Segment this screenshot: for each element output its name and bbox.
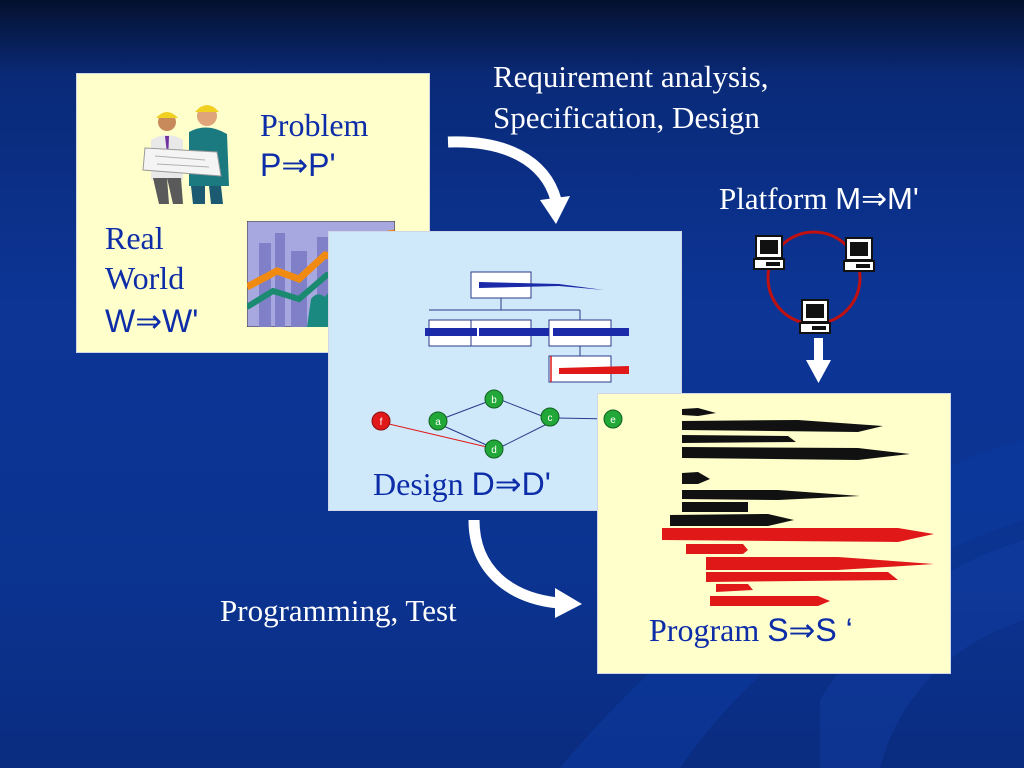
real-world-label: Real World [105,218,225,298]
programming-caption: Programming, Test [220,593,457,628]
workers-clipart-icon [142,105,229,204]
node-f: f [371,411,391,431]
program-panel: Program S⇒S ‘ [597,393,951,674]
arrow-platform-down-icon [806,338,831,383]
svg-text:a: a [435,417,441,428]
svg-text:e: e [610,415,616,426]
svg-text:b: b [491,395,497,406]
platform-network [753,230,875,334]
requirement-line1: Requirement analysis, [493,59,769,94]
code-listing-illustration [662,408,934,592]
svg-text:d: d [491,445,497,456]
design-caption: Design D⇒D' [373,464,551,504]
platform-formula: M⇒M' [835,181,919,216]
computer-icon-right [843,237,875,272]
arrow-design-to-program-icon [468,519,582,618]
structure-chart [388,271,629,448]
program-caption: Program S⇒S ‘ [649,610,853,650]
computer-icon-bottom [799,299,831,334]
computer-icon-left [753,235,785,270]
program-label: Program [649,612,760,648]
real-world-formula: W⇒W' [105,303,199,339]
program-formula: S⇒S ‘ [767,612,853,648]
arrow-problem-to-design-icon [447,136,570,224]
design-panel: Design D⇒D' [328,231,682,511]
platform-caption: Platform M⇒M' [719,178,919,219]
node-c: c [540,407,560,427]
platform-label: Platform [719,181,828,216]
problem-formula: P⇒P' [260,147,336,183]
svg-text:f: f [380,417,383,428]
real-world-label-line2: World [105,260,185,296]
real-world-label-line1: Real [105,220,164,256]
node-a: a [428,411,448,431]
node-e: e [603,409,623,429]
requirement-caption: Requirement analysis, Specification, Des… [493,56,769,138]
problem-label: Problem [260,107,369,143]
svg-text:c: c [548,413,553,424]
design-label: Design [373,466,464,502]
node-d: d [484,439,504,459]
code-listing-end [710,596,830,606]
node-b: b [484,389,504,409]
flow-graph-nodes: f a b c d e [371,389,623,459]
problem-panel: Problem P⇒P' Real World W⇒W' [76,73,430,353]
design-formula: D⇒D' [471,466,551,502]
requirement-line2: Specification, Design [493,100,760,135]
